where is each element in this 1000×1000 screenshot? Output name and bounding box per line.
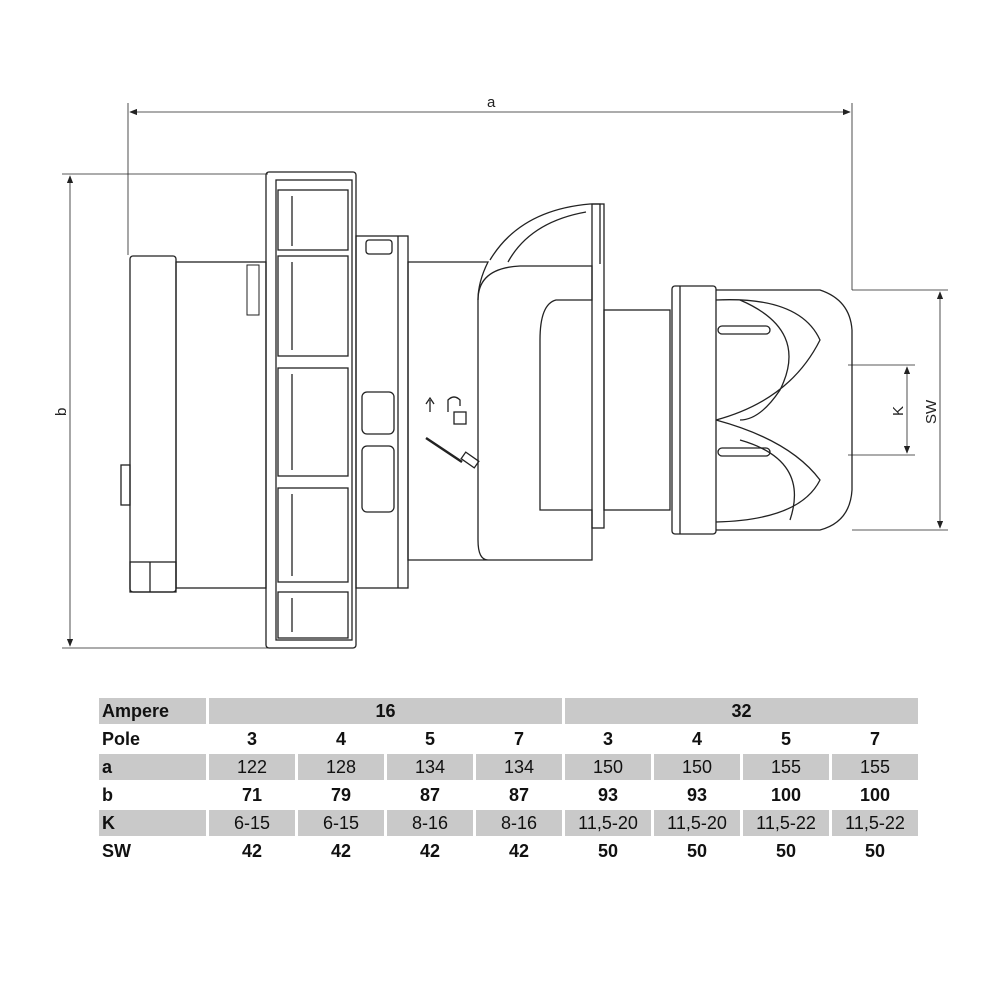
cell: 50	[864, 840, 886, 861]
cell: 50	[775, 840, 797, 861]
cell: 42	[330, 840, 352, 861]
cell: 128	[298, 754, 384, 780]
row-label: SW	[102, 840, 131, 861]
cell: 42	[241, 840, 263, 861]
cell: 100	[770, 784, 802, 805]
cell: 5	[780, 728, 791, 749]
cell: 71	[241, 784, 263, 805]
cell: 6-15	[298, 810, 384, 836]
row-label: K	[99, 810, 206, 836]
cell: 4	[335, 728, 346, 749]
row-label: a	[99, 754, 206, 780]
table-row-pole: Pole 3 4 5 7 3 4 5 7	[99, 726, 918, 752]
cell: 155	[743, 754, 829, 780]
header-ampere: Ampere	[99, 698, 206, 724]
cell: 42	[508, 840, 530, 861]
cell: 7	[513, 728, 524, 749]
row-label: b	[102, 784, 113, 805]
cell: 42	[419, 840, 441, 861]
cell: 150	[565, 754, 651, 780]
cell: 5	[424, 728, 435, 749]
cell: 50	[686, 840, 708, 861]
cell: 6-15	[209, 810, 295, 836]
cell: 8-16	[387, 810, 473, 836]
rear-flange	[120, 255, 267, 593]
lock-window	[361, 391, 395, 435]
table-row-sw: SW 42 42 42 42 50 50 50 50	[99, 838, 918, 864]
dimension-label-b: b	[53, 408, 70, 416]
cell: 4	[691, 728, 702, 749]
plug-body	[407, 203, 671, 561]
cell: 11,5-20	[654, 810, 740, 836]
cable-gland	[671, 285, 853, 535]
cell: 87	[508, 784, 530, 805]
dimension-label-k: K	[890, 406, 907, 416]
dimension-k: K	[848, 364, 915, 456]
cell: 11,5-20	[565, 810, 651, 836]
cell: 155	[832, 754, 918, 780]
dimension-label-a: a	[487, 94, 496, 111]
screwdriver-icon	[425, 396, 480, 469]
cell: 11,5-22	[743, 810, 829, 836]
cell: 11,5-22	[832, 810, 918, 836]
coupling-ring	[265, 171, 357, 649]
dimension-b: b	[53, 173, 268, 649]
cell: 79	[330, 784, 352, 805]
cell: 3	[246, 728, 257, 749]
cell: 7	[869, 728, 880, 749]
cell: 100	[859, 784, 891, 805]
dimension-sw: SW	[852, 289, 948, 531]
cell: 134	[476, 754, 562, 780]
dimension-a: a	[127, 94, 853, 290]
plug-technical-drawing: a b K SW	[53, 94, 948, 649]
row-label: Pole	[102, 728, 141, 749]
cell: 87	[419, 784, 441, 805]
locking-collar	[355, 235, 409, 589]
cell: 93	[686, 784, 708, 805]
cell: 93	[597, 784, 619, 805]
group-16a: 16	[209, 698, 562, 724]
cell: 150	[654, 754, 740, 780]
cell: 134	[387, 754, 473, 780]
cell: 8-16	[476, 810, 562, 836]
group-32a: 32	[565, 698, 918, 724]
cell: 122	[209, 754, 295, 780]
cell: 3	[602, 728, 613, 749]
dimension-label-sw: SW	[923, 399, 940, 424]
table-row-b: b 71 79 87 87 93 93 100 100	[99, 782, 918, 808]
cell: 50	[597, 840, 619, 861]
